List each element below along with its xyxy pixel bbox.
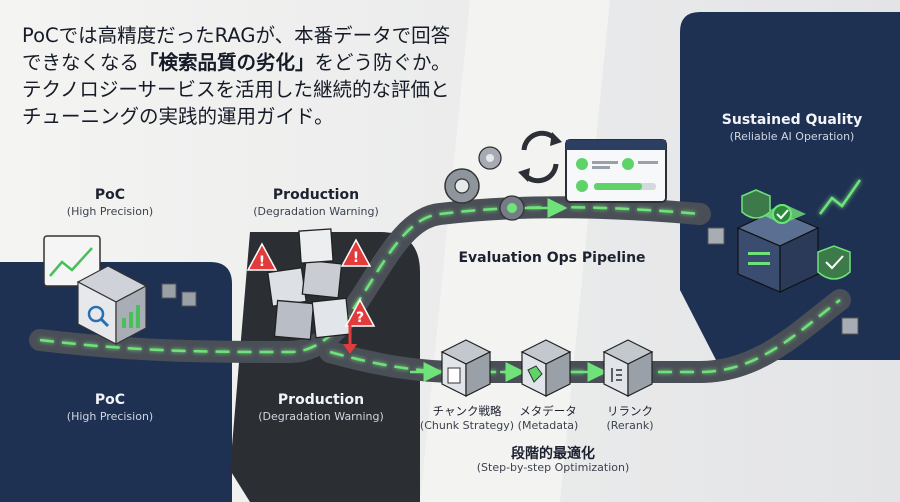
poc-cube-icon: [43, 235, 197, 345]
poc-bottom-title: PoC: [94, 392, 126, 408]
step-metadata-title: メタデータ: [519, 404, 577, 418]
headline-line-4: チューニングの実践的運用ガイド。: [22, 105, 334, 128]
production-top-subtitle: (Degradation Warning): [253, 205, 379, 218]
headline-line-1: PoCでは高精度だったRAGが、本番データで回答: [22, 24, 451, 47]
step-rerank-title: リランク: [607, 404, 653, 418]
svg-text:!: !: [259, 254, 265, 270]
headline-line-2-suffix: をどう防ぐか。: [314, 51, 451, 74]
monitor-icon: [565, 139, 667, 203]
lower-flow-line: [329, 299, 841, 374]
step-rerank-subtitle: (Rerank): [606, 419, 654, 432]
production-bottom-subtitle: (Degradation Warning): [258, 410, 384, 423]
svg-text:?: ?: [356, 310, 364, 326]
optimization-subtitle: (Step-by-step Optimization): [476, 461, 630, 474]
upper-flow-line: [39, 205, 701, 354]
poc-top-subtitle: (High Precision): [66, 205, 154, 218]
production-bottom-title: Production: [277, 392, 365, 408]
broken-cubes-icon: ! ! ?: [246, 228, 376, 354]
headline-line-2: できなくなる「検索品質の劣化」をどう防ぐか。: [22, 49, 462, 76]
poc-panel: [0, 262, 232, 502]
metadata-step-icon: [520, 339, 572, 397]
production-top-title: Production: [272, 187, 360, 203]
step-chunk-title: チャンク戦略: [432, 404, 502, 418]
headline-line-3: テクノロジーサービスを活用した継続的な評価と: [22, 78, 450, 101]
step-metadata-subtitle: (Metadata): [517, 419, 579, 432]
headline-line-2-bold: 「検索品質の劣化」: [139, 51, 315, 74]
headline-line-2-prefix: できなくなる: [22, 51, 140, 74]
chunk-step-icon: [440, 339, 492, 397]
step-chunk-subtitle: (Chunk Strategy): [419, 419, 515, 432]
sustained-title: Sustained Quality: [721, 112, 863, 128]
pipeline-title: Evaluation Ops Pipeline: [458, 250, 646, 266]
sustained-panel: [680, 12, 900, 360]
sustained-subtitle: (Reliable AI Operation): [729, 130, 855, 143]
poc-bottom-subtitle: (High Precision): [66, 410, 154, 423]
svg-text:!: !: [353, 250, 359, 266]
small-cube: [707, 227, 725, 245]
server-stack-icon: [736, 179, 862, 335]
headline: PoCでは高精度だったRAGが、本番データで回答 できなくなる「検索品質の劣化」…: [22, 22, 462, 130]
refresh-icon: [518, 130, 562, 184]
gears-icon: [444, 146, 525, 221]
optimization-title: 段階的最適化: [511, 446, 595, 462]
rerank-step-icon: [602, 339, 654, 397]
poc-top-title: PoC: [94, 187, 126, 203]
